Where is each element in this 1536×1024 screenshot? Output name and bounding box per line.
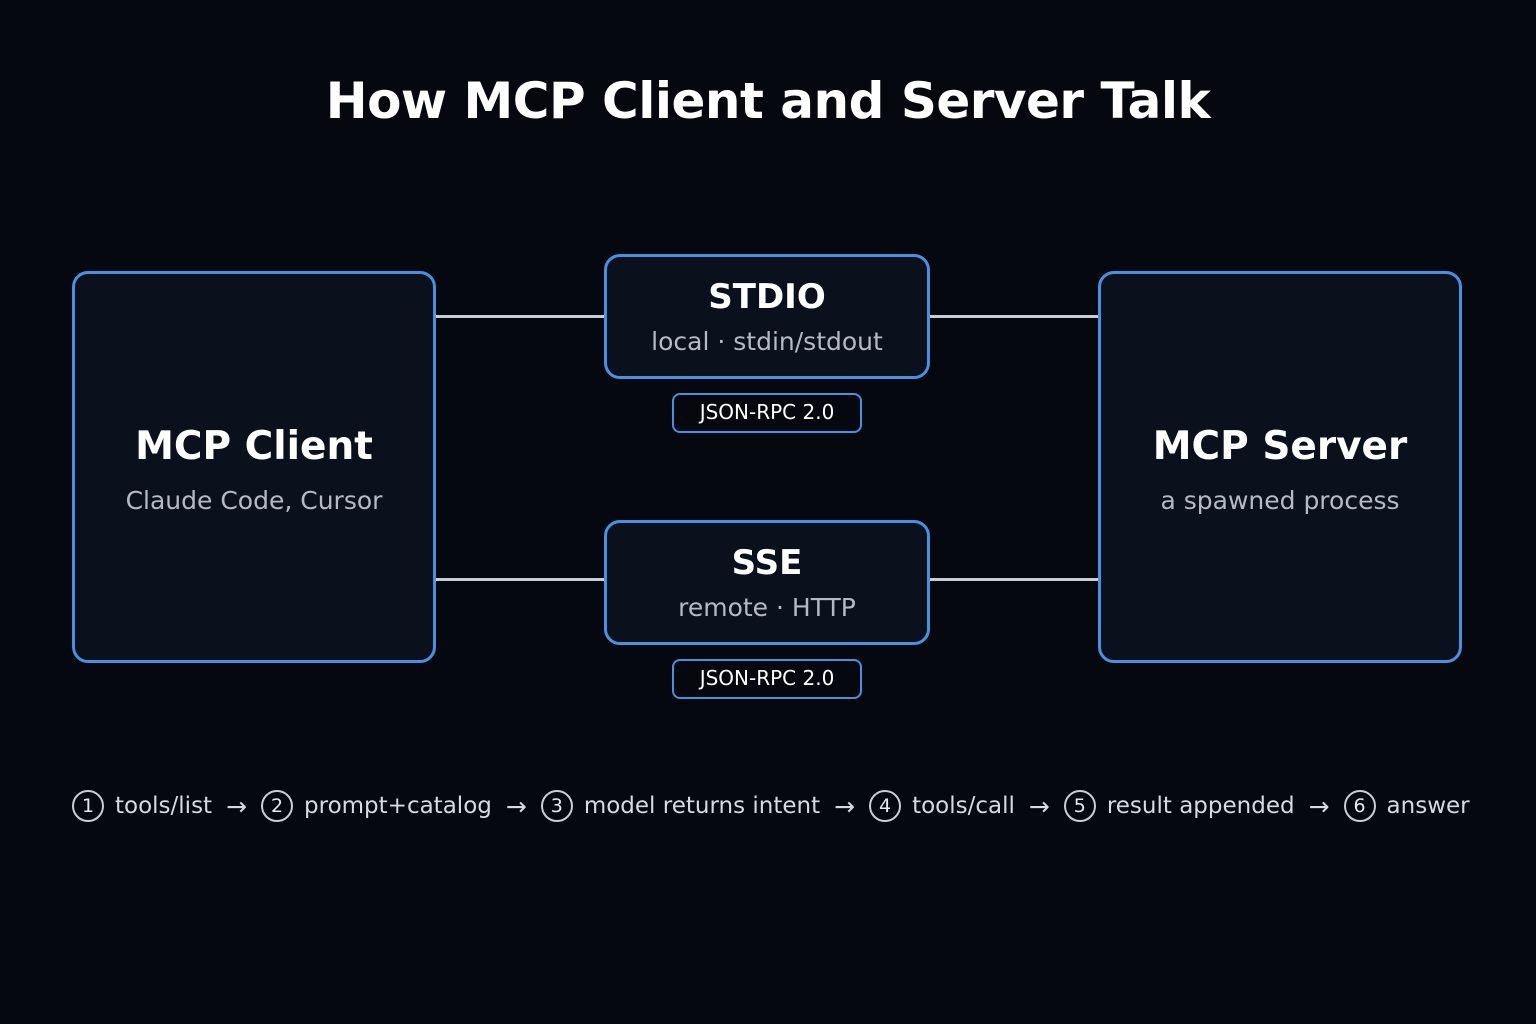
step-label: tools/call bbox=[912, 793, 1015, 819]
flow-step: 1 tools/list bbox=[72, 790, 212, 822]
connector-client-stdio bbox=[436, 315, 604, 318]
step-number-badge: 4 bbox=[869, 790, 902, 822]
step-label: tools/list bbox=[115, 793, 213, 819]
step-label: model returns intent bbox=[583, 793, 821, 819]
connector-sse-server bbox=[930, 578, 1098, 581]
transport-sse-name: SSE bbox=[731, 543, 803, 583]
server-name: MCP Server bbox=[1152, 424, 1408, 469]
step-label: result appended bbox=[1106, 793, 1295, 819]
flow-step: 2 prompt+catalog bbox=[261, 790, 492, 822]
server-subtitle: a spawned process bbox=[1160, 486, 1400, 515]
step-number-badge: 2 bbox=[261, 790, 294, 822]
step-number-badge: 3 bbox=[540, 790, 573, 822]
mcp-server-node: MCP Server a spawned process bbox=[1098, 271, 1462, 663]
client-name: MCP Client bbox=[135, 424, 373, 469]
protocol-badge-sse: JSON-RPC 2.0 bbox=[672, 659, 862, 699]
arrow-right-icon: → bbox=[226, 791, 248, 821]
page-title: How MCP Client and Server Talk bbox=[325, 72, 1211, 130]
flow-step: 4 tools/call bbox=[869, 790, 1015, 822]
step-number-badge: 5 bbox=[1063, 790, 1096, 822]
mcp-client-node: MCP Client Claude Code, Cursor bbox=[72, 271, 436, 663]
transport-sse-node: SSE remote · HTTP bbox=[604, 520, 930, 645]
connector-stdio-server bbox=[930, 315, 1098, 318]
arrow-right-icon: → bbox=[1308, 791, 1330, 821]
flow-step: 6 answer bbox=[1343, 790, 1470, 822]
transport-stdio-node: STDIO local · stdin/stdout bbox=[604, 254, 930, 379]
client-subtitle: Claude Code, Cursor bbox=[125, 486, 383, 515]
step-number-badge: 6 bbox=[1343, 790, 1376, 822]
step-number-badge: 1 bbox=[72, 790, 104, 822]
flow-steps: 1 tools/list → 2 prompt+catalog → 3 mode… bbox=[72, 786, 1470, 826]
arrow-right-icon: → bbox=[505, 791, 527, 821]
transport-sse-subtitle: remote · HTTP bbox=[678, 593, 856, 622]
arrow-right-icon: → bbox=[834, 791, 856, 821]
transport-stdio-subtitle: local · stdin/stdout bbox=[651, 327, 883, 356]
protocol-badge-stdio: JSON-RPC 2.0 bbox=[672, 393, 862, 433]
arrow-right-icon: → bbox=[1028, 791, 1050, 821]
step-label: prompt+catalog bbox=[304, 793, 492, 819]
transport-stdio-name: STDIO bbox=[708, 277, 826, 317]
flow-step: 5 result appended bbox=[1063, 790, 1295, 822]
step-label: answer bbox=[1386, 793, 1470, 819]
connector-client-sse bbox=[436, 578, 604, 581]
flow-step: 3 model returns intent bbox=[540, 790, 821, 822]
